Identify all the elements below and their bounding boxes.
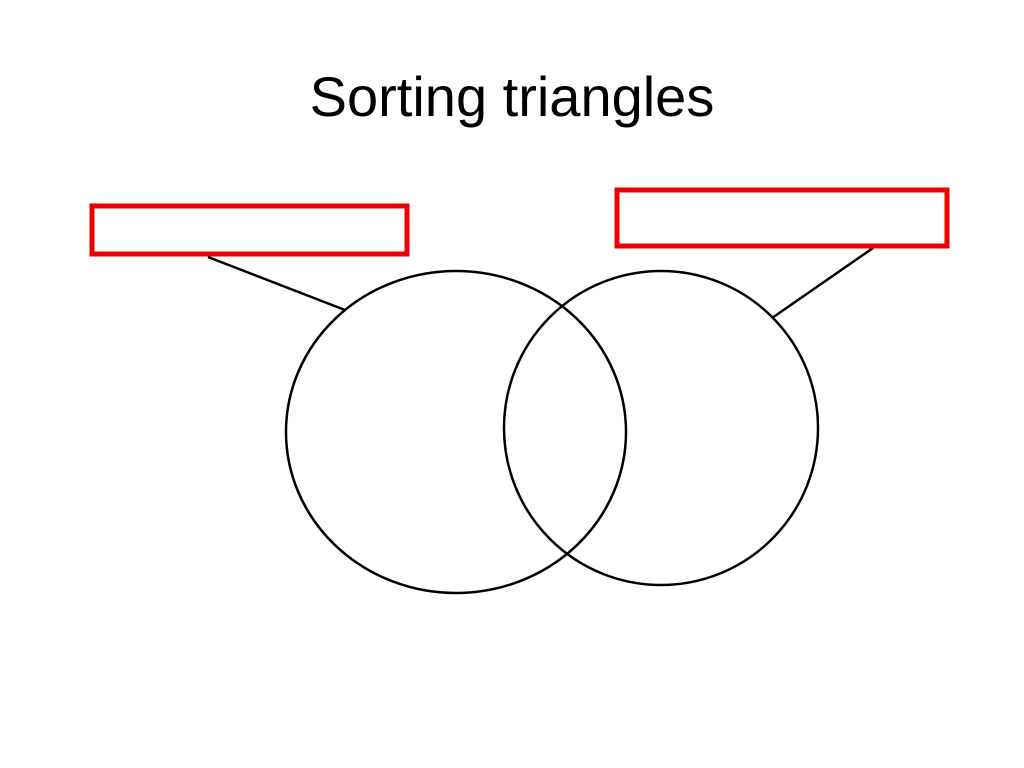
left-set-circle (284, 269, 628, 595)
right-label-box[interactable] (614, 187, 950, 249)
slide-title: Sorting triangles (309, 65, 715, 128)
right-label-connector (771, 246, 874, 320)
left-label-box[interactable] (89, 203, 410, 257)
left-label-connector (207, 255, 346, 312)
right-set-circle (502, 269, 820, 587)
